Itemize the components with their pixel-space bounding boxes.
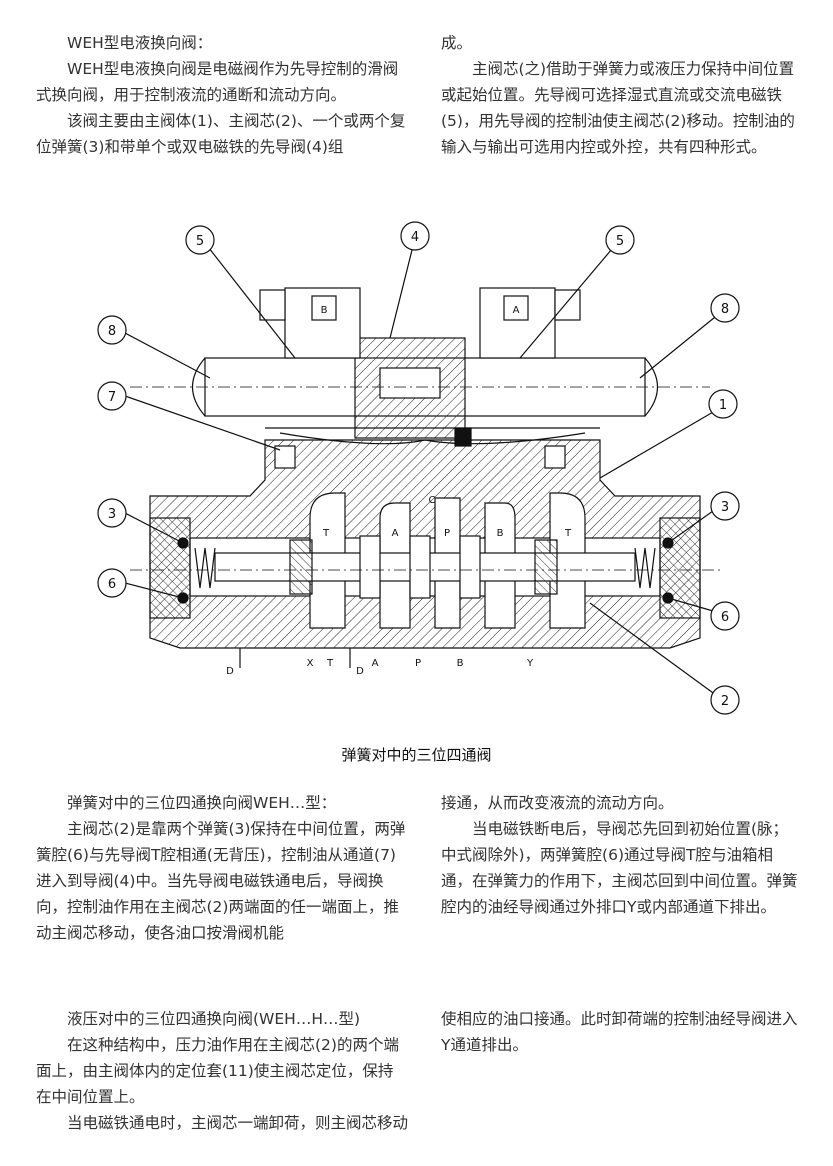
section-column-left: 弹簧对中的三位四通换向阀WEH…型： 主阀芯(2)是靠两个弹簧(3)保持在中间位… [36, 790, 408, 946]
chamber-label: T [322, 528, 330, 539]
port-label: Y [526, 658, 534, 669]
pilot-label-c: C [429, 495, 436, 506]
chamber-label: T [564, 528, 572, 539]
callout-label: 3 [721, 500, 729, 515]
hydraulic-column-left: 液压对中的三位四通换向阀(WEH…H…型) 在这种结构中，压力油作用在主阀芯(2… [36, 1006, 408, 1136]
valve-cross-section-diagram: 5 4 5 8 8 7 1 3 3 6 6 2 B A C T A P B T … [97, 221, 740, 715]
intro-column-right: 成。 主阀芯(之)借助于弹簧力或液压力保持中间位置或起始位置。先导阀可选择湿式直… [441, 30, 803, 160]
hydraulic-column-right: 使相应的油口接通。此时卸荷端的控制油经导阀进入Y通道排出。 [441, 1006, 803, 1058]
callout-label: 4 [411, 230, 419, 245]
paragraph: 弹簧对中的三位四通换向阀WEH…型： [67, 794, 337, 812]
paragraph: 该阀主要由主阀体(1)、主阀芯(2)、一个或两个复位弹簧(3)和带单个或双电磁铁… [36, 112, 406, 156]
paragraph: 主阀芯(之)借助于弹簧力或液压力保持中间位置或起始位置。先导阀可选择湿式直流或交… [441, 60, 795, 156]
paragraph: 使相应的油口接通。此时卸荷端的控制油经导阀进入Y通道排出。 [441, 1010, 798, 1054]
port-label: X [307, 658, 314, 669]
callout-label: 6 [108, 577, 116, 592]
intro-column-left: WEH型电液换向阀： WEH型电液换向阀是电磁阀作为先导控制的滑阀式换向阀，用于… [36, 30, 408, 160]
port-label: B [457, 658, 464, 669]
callout-label: 5 [196, 234, 204, 249]
chamber-label: B [497, 528, 504, 539]
solenoid-label-a: A [513, 305, 520, 316]
paragraph: WEH型电液换向阀： [67, 34, 213, 52]
chamber-label: P [444, 528, 450, 539]
callout-label: 1 [719, 398, 727, 413]
figure-caption: 弹簧对中的三位四通阀 [341, 746, 492, 764]
port-label: D [226, 666, 234, 677]
paragraph: 当电磁铁通电时，主阀芯一端卸荷，则主阀芯移动 [67, 1114, 409, 1132]
callout-label: 8 [108, 324, 116, 339]
paragraph: 主阀芯(2)是靠两个弹簧(3)保持在中间位置，两弹簧腔(6)与先导阀T腔相通(无… [36, 820, 406, 942]
paragraph: 液压对中的三位四通换向阀(WEH…H…型) [67, 1010, 361, 1028]
callout-label: 3 [108, 507, 116, 522]
callout-label: 8 [721, 302, 729, 317]
solenoid-label-b: B [321, 305, 328, 316]
paragraph: 当电磁铁断电后，导阀芯先回到初始位置(脉；中式阀除外)，两弹簧腔(6)通过导阀T… [441, 820, 798, 916]
callout-label: 2 [721, 694, 729, 709]
paragraph: 接通，从而改变液流的流动方向。 [441, 794, 674, 812]
port-label: P [415, 658, 421, 669]
port-label: T [326, 658, 334, 669]
chamber-label: A [392, 528, 399, 539]
paragraph: 在这种结构中，压力油作用在主阀芯(2)的两个端面上，由主阀体内的定位套(11)使… [36, 1036, 399, 1106]
paragraph: WEH型电液换向阀是电磁阀作为先导控制的滑阀式换向阀，用于控制液流的通断和流动方… [36, 60, 399, 104]
port-label: A [372, 658, 379, 669]
section-column-right: 接通，从而改变液流的流动方向。 当电磁铁断电后，导阀芯先回到初始位置(脉；中式阀… [441, 790, 803, 920]
paragraph: 成。 [441, 34, 473, 52]
port-label: D [356, 666, 364, 677]
callout-label: 5 [616, 234, 624, 249]
callout-label: 6 [721, 610, 729, 625]
callout-label: 7 [108, 390, 116, 405]
